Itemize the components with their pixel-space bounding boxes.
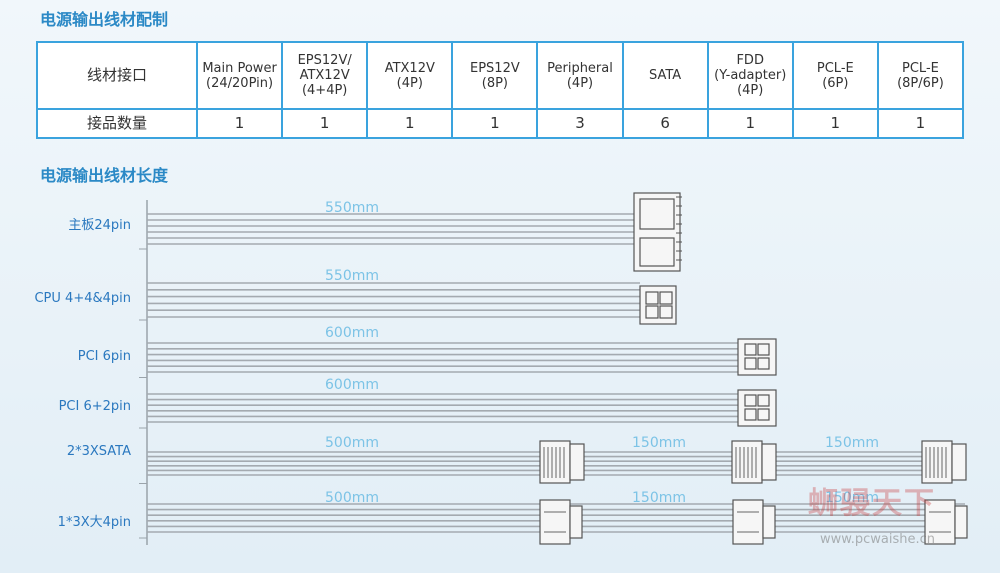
header-cell: ATX12V (4P) [366, 41, 454, 110]
pcie-pin [744, 408, 757, 421]
sata-cap [569, 443, 585, 481]
length-label: 550mm [325, 200, 379, 216]
cable-label: PCI 6pin [78, 349, 131, 364]
eps-pin [659, 305, 673, 319]
count-cell: 1 [195, 108, 284, 139]
table-row-interface: 线材接口 Main Power (24/20Pin) EPS12V/ ATX12… [36, 41, 965, 110]
header-cell: SATA [621, 41, 709, 110]
length-label: 600mm [325, 325, 379, 341]
eps-pin [645, 305, 659, 319]
atx24-pins [639, 237, 675, 267]
length-label: 550mm [325, 268, 379, 284]
header-cell: Peripheral (4P) [536, 41, 624, 110]
molex-cap [569, 505, 583, 539]
sata-connector [731, 440, 763, 484]
count-cell: 6 [621, 108, 709, 139]
cable-label: 2*3XSATA [67, 444, 131, 459]
length-label: 150mm [825, 435, 879, 451]
molex-connector [539, 499, 571, 545]
length-label: 150mm [632, 490, 686, 506]
count-cell: 3 [536, 108, 624, 139]
count-cell: 1 [791, 108, 879, 139]
cable-spec-table: 线材接口 Main Power (24/20Pin) EPS12V/ ATX12… [36, 41, 965, 139]
length-label: 500mm [325, 490, 379, 506]
count-cell: 1 [706, 108, 794, 139]
pcie-pin [744, 343, 757, 356]
length-label: 150mm [632, 435, 686, 451]
watermark-logo: 蛳骎天下 [808, 486, 936, 521]
molex-connector [732, 499, 764, 545]
sata-cap [951, 443, 967, 481]
cable-label: CPU 4+4&4pin [34, 291, 131, 306]
pcie-pin [757, 394, 770, 407]
header-cell: EPS12V (8P) [451, 41, 539, 110]
pcie-pin [744, 394, 757, 407]
sata-connector [921, 440, 953, 484]
atx24-pins [639, 198, 675, 230]
header-cell: EPS12V/ ATX12V (4+4P) [281, 41, 369, 110]
eps-pin [659, 291, 673, 305]
count-cell: 1 [451, 108, 539, 139]
header-cell: PCL-E (6P) [791, 41, 879, 110]
row-label-count: 接品数量 [36, 108, 198, 139]
pcie-pin [757, 343, 770, 356]
cable-label: PCI 6+2pin [59, 399, 131, 414]
sata-connector [539, 440, 571, 484]
header-cell: FDD (Y-adapter) (4P) [706, 41, 794, 110]
length-label: 600mm [325, 377, 379, 393]
molex-cap [954, 505, 968, 539]
header-cell: PCL-E (8P/6P) [876, 41, 965, 110]
pcie-pin [744, 357, 757, 370]
count-cell: 1 [281, 108, 369, 139]
length-label: 150mm [825, 490, 879, 506]
pcie-connector [737, 389, 777, 427]
count-cell: 1 [876, 108, 965, 139]
watermark-url: www.pcwaishe.cn [820, 532, 935, 547]
pcie-pin [757, 357, 770, 370]
row-label-interface: 线材接口 [36, 41, 198, 110]
spec-title: 电源输出线材配制 [40, 10, 169, 29]
cable-label: 主板24pin [68, 218, 131, 233]
length-label: 500mm [325, 435, 379, 451]
length-title: 电源输出线材长度 [40, 166, 169, 185]
table-row-count: 接品数量 1 1 1 1 3 6 1 1 1 [36, 108, 965, 139]
eps-pin [645, 291, 659, 305]
pcie-connector [737, 338, 777, 376]
cable-label: 1*3X大4pin [58, 515, 131, 530]
count-cell: 1 [366, 108, 454, 139]
header-cell: Main Power (24/20Pin) [195, 41, 284, 110]
pcie-pin [757, 408, 770, 421]
molex-cap [762, 505, 776, 539]
sata-cap [761, 443, 777, 481]
